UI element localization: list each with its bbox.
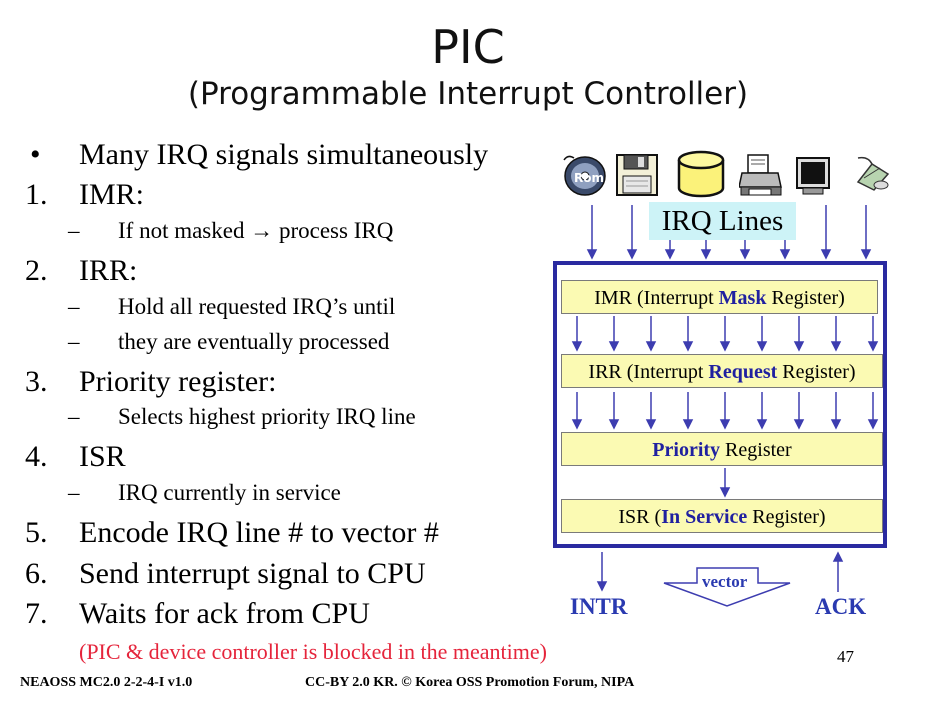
priority-label-highlight: Priority [652, 439, 721, 461]
imr-label-post: Register) [766, 287, 845, 309]
vector-label: vector [702, 572, 748, 591]
bullet-number: 1. [25, 178, 48, 211]
priority-label-post: Register [720, 439, 792, 461]
vector-arrow [663, 567, 791, 607]
imr-label-highlight: Mask [718, 287, 767, 309]
bullet-text: Encode IRQ line # to vector # [79, 516, 439, 549]
irr-priority-arrow-head [793, 419, 805, 430]
floppy-icon [616, 154, 658, 196]
isr-label-post: Register) [747, 506, 826, 528]
bullet-number: 7. [25, 597, 48, 630]
irq-line-arrow-head [626, 249, 638, 260]
imr-label-pre: IMR (Interrupt [594, 287, 719, 309]
sub-bullet-dash: – [68, 218, 80, 243]
disk-icon [677, 150, 725, 198]
ack-arrow-head [832, 551, 844, 562]
page-number: 47 [837, 647, 854, 666]
sub-bullet-text: they are eventually processed [118, 329, 390, 354]
isr-register: ISR (In Service Register) [561, 499, 883, 533]
pic-box [553, 261, 887, 548]
irr-priority-arrow-head [571, 419, 583, 430]
bullet-text: IMR: [79, 178, 145, 211]
imr-irr-arrow-head [571, 341, 583, 352]
sub-bullet-dash: – [68, 294, 80, 319]
sub-bullet-text: Hold all requested IRQ’s until [118, 294, 396, 319]
isr-label-highlight: In Service [661, 506, 748, 528]
slide-subtitle: (Programmable Interrupt Controller) [187, 76, 749, 112]
irq-line-arrow-head [860, 249, 872, 260]
bullet-text: Priority register: [79, 365, 277, 398]
bullet-marker: • [30, 138, 41, 171]
irq-line-arrow-head [820, 249, 832, 260]
bullet-text: Waits for ack from CPU [79, 597, 370, 630]
printer-icon [739, 154, 782, 196]
sub-bullet-text: Selects highest priority IRQ line [118, 404, 416, 429]
sub-bullet-text: IRQ currently in service [118, 480, 341, 505]
bullet-number: 6. [25, 557, 48, 590]
bullet-text: Many IRQ signals simultaneously [79, 138, 489, 171]
irr-priority-arrow-head [830, 419, 842, 430]
imr-irr-arrow-head [645, 341, 657, 352]
irr-priority-arrow-head [608, 419, 620, 430]
imr-irr-arrow-head [719, 341, 731, 352]
irr-label-post: Register) [777, 361, 856, 383]
irr-label-pre: IRR (Interrupt [588, 361, 709, 383]
intr-label: INTR [570, 594, 628, 619]
footer-center: CC-BY 2.0 KR. © Korea OSS Promotion Foru… [305, 675, 635, 690]
imr-irr-arrow-head [867, 341, 879, 352]
priority-register: Priority Register [561, 432, 883, 466]
mouse-icon [856, 156, 890, 191]
irr-priority-arrow-head [867, 419, 879, 430]
irr-priority-arrow-head [682, 419, 694, 430]
blocked-note: (PIC & device controller is blocked in t… [79, 639, 547, 664]
sub-bullet-dash: – [68, 404, 80, 429]
isr-label-pre: ISR ( [618, 506, 662, 528]
imr-irr-arrow-head [756, 341, 768, 352]
priority-isr-arrow-head [719, 487, 731, 498]
imr-register: IMR (Interrupt Mask Register) [561, 280, 878, 314]
bullet-number: 3. [25, 365, 48, 398]
irr-label-highlight: Request [708, 361, 778, 383]
imr-irr-arrow-head [682, 341, 694, 352]
bullet-number: 5. [25, 516, 48, 549]
sub-bullet-text: If not masked → process IRQ [118, 218, 394, 243]
irq-line-arrow-head [586, 249, 598, 260]
sub-bullet-dash: – [68, 480, 80, 505]
irq-lines-label: IRQ Lines [649, 202, 796, 240]
bullet-text: Send interrupt signal to CPU [79, 557, 426, 590]
bullet-text: ISR [79, 440, 126, 473]
cdrom-icon: Rom [563, 155, 606, 196]
intr-arrow-head [596, 581, 608, 592]
irr-priority-arrow-head [719, 419, 731, 430]
irr-priority-arrow-head [645, 419, 657, 430]
imr-irr-arrow-head [608, 341, 620, 352]
imr-irr-arrow-head [793, 341, 805, 352]
monitor-icon [796, 157, 830, 195]
svg-text:Rom: Rom [574, 171, 604, 185]
ack-label: ACK [815, 594, 867, 619]
irq-line-arrow-head [664, 249, 676, 260]
slide-title: PIC [431, 20, 505, 74]
irq-line-arrow-head [700, 249, 712, 260]
bullet-number: 4. [25, 440, 48, 473]
footer-left: NEAOSS MC2.0 2-2-4-I v1.0 [20, 675, 193, 690]
bullet-number: 2. [25, 254, 48, 287]
imr-irr-arrow-head [830, 341, 842, 352]
irq-line-arrow-head [779, 249, 791, 260]
sub-bullet-dash: – [68, 329, 80, 354]
bullet-text: IRR: [79, 254, 138, 287]
irr-register: IRR (Interrupt Request Register) [561, 354, 883, 388]
irr-priority-arrow-head [756, 419, 768, 430]
irq-line-arrow-head [739, 249, 751, 260]
